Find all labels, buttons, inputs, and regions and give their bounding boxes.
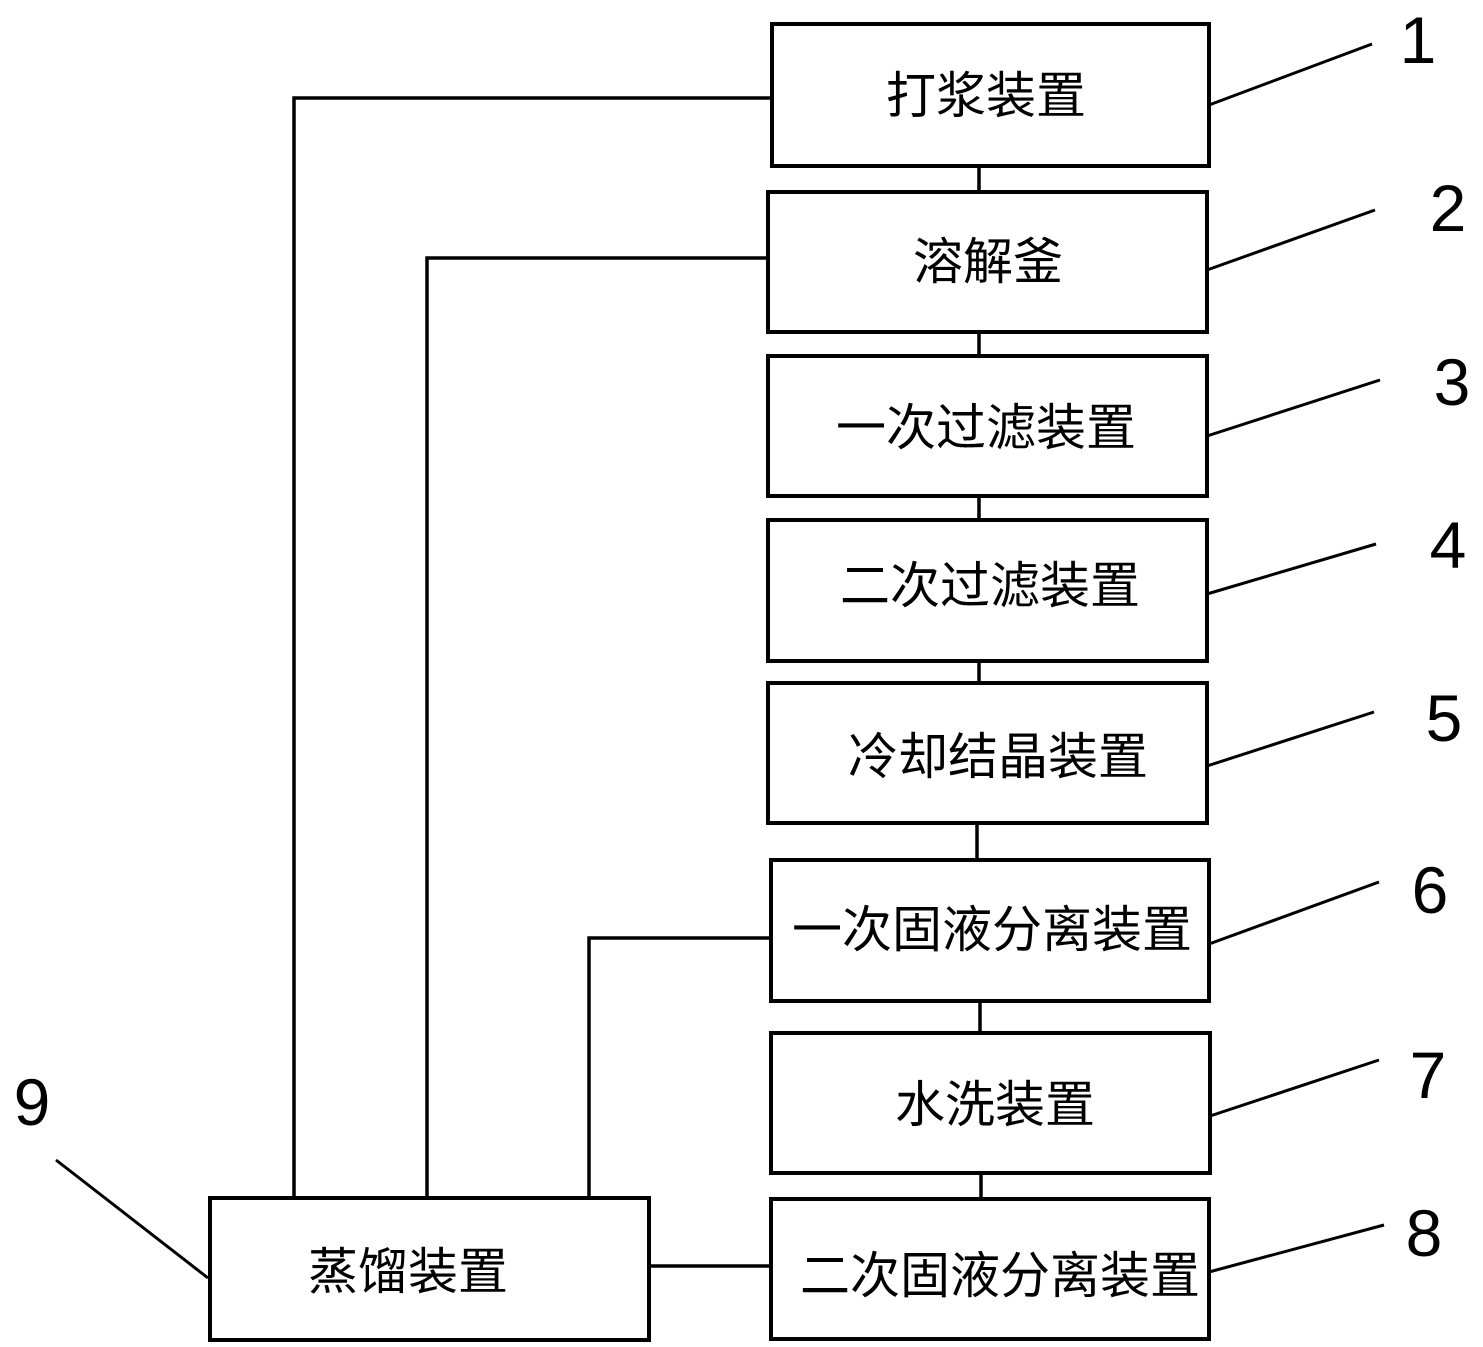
reference-number-4: 4 (1430, 508, 1467, 582)
connector-9-2 (425, 256, 768, 1198)
reference-number-1: 1 (1400, 3, 1437, 77)
reference-numbers: 1 2 3 4 5 6 7 8 9 (14, 3, 1471, 1270)
box-label: 冷却结晶装置 (848, 728, 1148, 786)
leader-line-6 (1208, 880, 1380, 946)
reference-number-9: 9 (14, 1065, 51, 1139)
box-primary-filter: 一次过滤装置 (766, 354, 1209, 498)
reference-number-5: 5 (1426, 681, 1463, 755)
leader-line-1 (1208, 42, 1373, 107)
leader-line-9 (55, 1158, 209, 1280)
connectors (292, 96, 983, 1268)
leader-line-7 (1209, 1058, 1380, 1118)
box-label: 溶解釜 (913, 233, 1063, 291)
leader-line-3 (1206, 378, 1381, 438)
connector-9-6 (587, 936, 771, 1198)
box-label: 一次过滤装置 (836, 399, 1136, 457)
box-pulping-device: 打浆装置 (770, 22, 1211, 168)
reference-number-8: 8 (1406, 1196, 1443, 1270)
leader-lines (55, 42, 1385, 1280)
box-label: 水洗装置 (895, 1076, 1095, 1134)
box-label: 打浆装置 (886, 67, 1086, 125)
leader-line-2 (1206, 208, 1376, 272)
box-label: 蒸馏装置 (308, 1243, 508, 1301)
leader-line-8 (1208, 1223, 1385, 1274)
box-label: 二次过滤装置 (840, 557, 1140, 615)
box-secondary-solid-liquid-separation: 二次固液分离装置 (769, 1197, 1211, 1341)
reference-number-6: 6 (1412, 853, 1449, 927)
box-secondary-filter: 二次过滤装置 (766, 518, 1209, 663)
reference-number-7: 7 (1410, 1038, 1447, 1112)
reference-number-2: 2 (1430, 171, 1467, 245)
box-dissolving-kettle: 溶解釜 (766, 190, 1209, 334)
leader-line-5 (1206, 710, 1375, 768)
box-primary-solid-liquid-separation: 一次固液分离装置 (769, 858, 1211, 1003)
leader-line-4 (1206, 542, 1377, 596)
box-washing-device: 水洗装置 (769, 1031, 1212, 1175)
box-cooling-crystallization: 冷却结晶装置 (766, 681, 1209, 825)
box-label: 二次固液分离装置 (800, 1247, 1200, 1305)
box-distillation-device: 蒸馏装置 (208, 1196, 651, 1342)
box-label: 一次固液分离装置 (792, 901, 1192, 959)
connector-9-1 (292, 96, 772, 1198)
reference-number-3: 3 (1434, 345, 1471, 419)
